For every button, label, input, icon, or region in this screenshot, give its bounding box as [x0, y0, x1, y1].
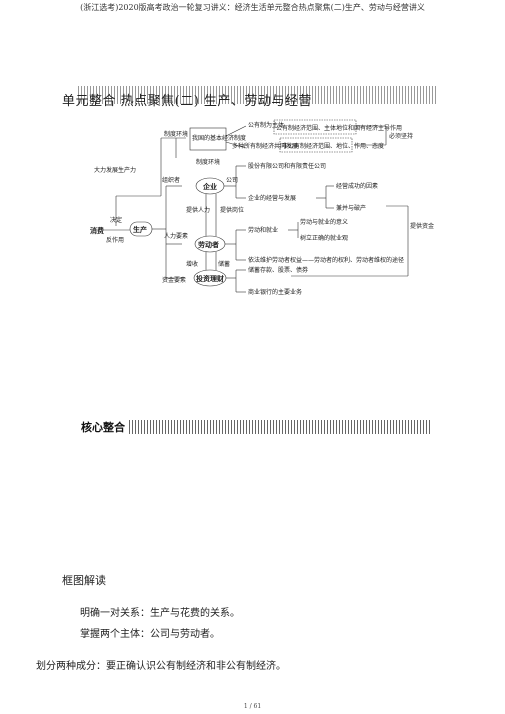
- diagram-save: 储蓄: [218, 260, 230, 268]
- page-title: 单元整合 热点聚焦(二) 生产、劳动与经营: [62, 94, 312, 109]
- core-decoration: [78, 420, 432, 434]
- diagram-investment: 投资理财: [196, 274, 224, 283]
- diagram-public-scope: 公有制经济范围、主体地位和国有经济主导作用: [276, 124, 402, 132]
- paragraph-2: 掌握两个主体：公司与劳动者。: [80, 629, 220, 640]
- diagram-provide-jobs: 提供岗位: [220, 206, 244, 214]
- diagram-public-main: 公有制为主体: [248, 121, 284, 129]
- diagram-multi-forms: 多种所有制经济共同发展: [232, 142, 298, 150]
- section-title: 框图解读: [62, 574, 106, 587]
- diagram-human-need: 人力要素: [164, 232, 188, 240]
- concept-diagram: 大力发展生产力 消费 决定 反作用 生产 制度环境 我国的基本经济制度 公有制为…: [90, 119, 434, 296]
- diagram-production: 生产: [133, 225, 147, 234]
- diagram-nonpublic: 非公有制经济范围、地位、作用、态度: [282, 142, 384, 150]
- diagram-provide-capital: 提供资金: [410, 222, 434, 230]
- diagram-laborer: 劳动者: [198, 240, 219, 249]
- diagram-labor-employ: 劳动和就业: [248, 226, 278, 234]
- paragraph-1: 明确一对关系：生产与花费的关系。: [80, 608, 240, 619]
- diagram-provide-labor: 提供人力: [186, 206, 210, 214]
- diagram-consumption: 消费: [90, 226, 104, 235]
- page-number: 1 / 61: [243, 703, 262, 710]
- diagram-capital-need: 资金要素: [162, 276, 186, 284]
- title-decoration: [78, 86, 436, 104]
- diagram-operation: 企业的经营与发展: [248, 194, 296, 202]
- diagram-must: 必须坚持: [389, 132, 413, 140]
- diagram-productivity: 大力发展生产力: [94, 166, 136, 174]
- document-header: (浙江选考)2020版高考政治一轮复习讲义：经济生活单元整合热点聚焦(二)生产、…: [80, 3, 425, 12]
- diagram-llc: 股份有限公司和有限责任公司: [248, 162, 326, 170]
- diagram-merger: 兼并与破产: [336, 204, 366, 212]
- core-label: 核心整合: [78, 419, 128, 435]
- diagram-rights: 依法维护劳动者权益——劳动者的权利、劳动者维权的途径: [248, 256, 404, 264]
- diagram-basic-system: 我国的基本经济制度: [192, 134, 246, 142]
- diagram-system-pick: 制度环境: [196, 158, 220, 166]
- diagram-enterprise: 企业: [202, 182, 217, 191]
- diagram-success: 经营成功的因素: [336, 182, 378, 190]
- diagram-right-view: 树立正确的就业观: [300, 234, 348, 242]
- diagram-react: 反作用: [106, 236, 124, 244]
- diagram-system-env: 制度环境: [164, 130, 188, 138]
- diagram-raise-income: 增收: [186, 260, 198, 268]
- diagram-organizer: 组织者: [162, 176, 180, 184]
- diagram-decide: 决定: [110, 216, 122, 224]
- diagram-company: 公司: [226, 177, 238, 184]
- diagram-labor-meaning: 劳动与就业的意义: [300, 218, 348, 226]
- paragraph-3: 划分两种成分：要正确认识公有制经济和非公有制经济。: [36, 661, 286, 672]
- diagram-bank: 商业银行的主要业务: [248, 288, 302, 296]
- diagram-invest-ways: 储蓄存款、股票、债券: [248, 266, 308, 274]
